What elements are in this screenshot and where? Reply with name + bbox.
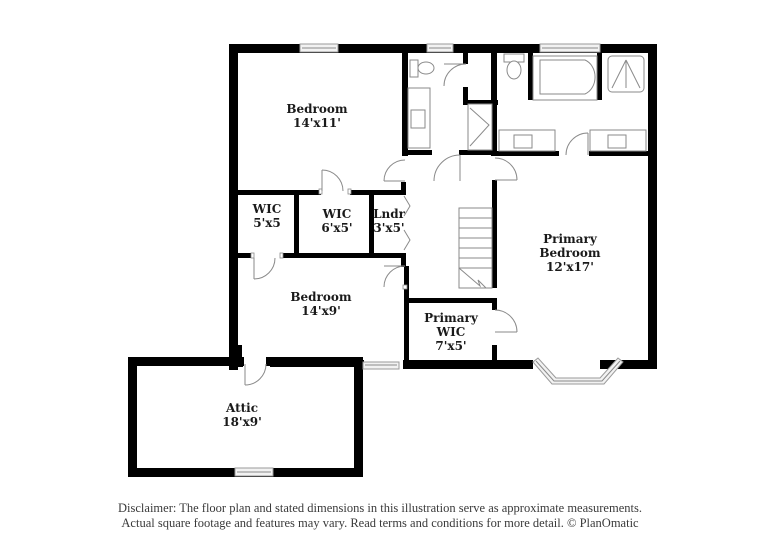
room-name: Primary [424, 311, 479, 325]
disclaimer-line-1: Disclaimer: The floor plan and stated di… [118, 501, 642, 515]
room-dims: 6'x5' [321, 221, 352, 235]
windows [234, 43, 624, 477]
interior-walls [229, 44, 657, 366]
room-dims: 3'x5' [373, 221, 404, 235]
room-dims: 14'x11' [293, 116, 341, 130]
sink-icon [607, 134, 627, 149]
room-name: WIC [322, 207, 352, 221]
room-dims: 5'x5 [253, 216, 281, 230]
room-name: Primary [543, 232, 598, 246]
toilet-bowl-icon [506, 60, 522, 80]
toilet-bowl-icon [417, 61, 435, 75]
bathtub-icon [532, 55, 598, 101]
disclaimer-line-2: Actual square footage and features may v… [121, 516, 639, 530]
room-name-2: Bedroom [539, 246, 600, 260]
room-name: Bedroom [290, 290, 351, 304]
shower-icon [467, 103, 493, 151]
room-name: Lndr [373, 207, 406, 221]
fixtures [407, 53, 647, 152]
sink-icon [410, 109, 426, 129]
room-dims: 7'x5' [435, 339, 466, 353]
room-dims: 14'x9' [301, 304, 341, 318]
room-name: WIC [252, 202, 282, 216]
bay-window [532, 357, 624, 385]
room-name: Attic [225, 401, 258, 415]
sink-icon [513, 134, 533, 149]
room-name: Bedroom [286, 102, 347, 116]
staircase [458, 207, 493, 289]
toilet-tank-icon [409, 59, 419, 78]
doors [244, 63, 589, 386]
room-dims: 12'x17' [546, 260, 594, 274]
room-labels: Bedroom 14'x11' WIC 5'x5 WIC 6'x5' Lndr … [222, 102, 601, 429]
room-dims: 18'x9' [222, 415, 262, 429]
room-name-2: WIC [436, 325, 466, 339]
